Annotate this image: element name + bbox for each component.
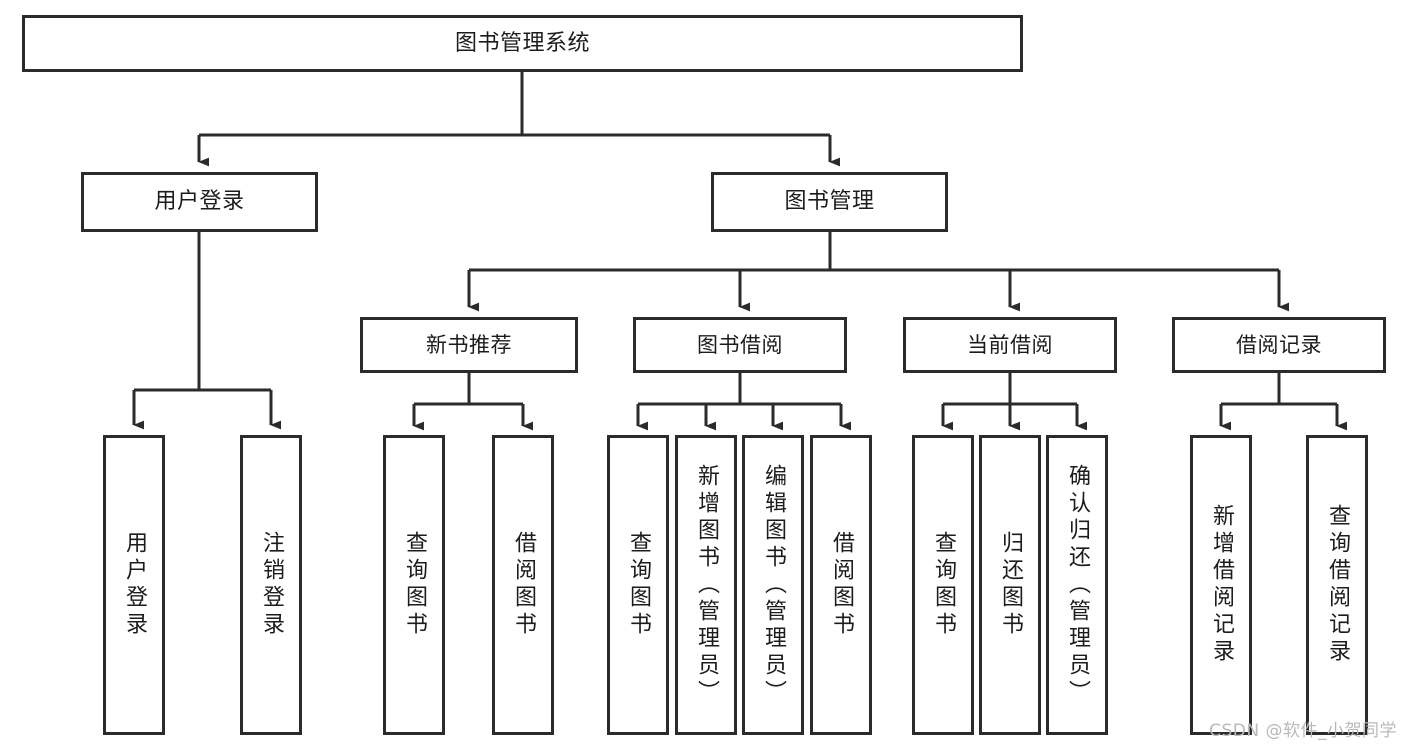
node-label: 图书管理系统 bbox=[454, 30, 590, 56]
leaf-borrow-book-recommend[interactable]: 借阅图书 bbox=[492, 435, 554, 735]
node-label: 编辑图书（管理员） bbox=[761, 463, 786, 707]
leaf-confirm-return-admin[interactable]: 确认归还（管理员） bbox=[1046, 435, 1108, 735]
leaf-add-book-admin[interactable]: 新增图书（管理员） bbox=[675, 435, 737, 735]
node-current-borrow[interactable]: 当前借阅 bbox=[903, 317, 1117, 373]
node-label: 用户登录 bbox=[122, 531, 147, 639]
leaf-query-book-recommend[interactable]: 查询图书 bbox=[383, 435, 445, 735]
leaf-logout[interactable]: 注销登录 bbox=[240, 435, 302, 735]
leaf-query-borrow-record[interactable]: 查询借阅记录 bbox=[1306, 435, 1368, 735]
leaf-borrow-book[interactable]: 借阅图书 bbox=[810, 435, 872, 735]
node-label: 归还图书 bbox=[998, 531, 1023, 639]
leaf-user-login[interactable]: 用户登录 bbox=[103, 435, 165, 735]
node-book-management-system[interactable]: 图书管理系统 bbox=[22, 15, 1023, 72]
node-label: 查询图书 bbox=[931, 531, 956, 639]
node-book-management[interactable]: 图书管理 bbox=[711, 172, 948, 232]
leaf-edit-book-admin[interactable]: 编辑图书（管理员） bbox=[742, 435, 804, 735]
node-label: 注销登录 bbox=[259, 531, 284, 639]
node-label: 图书管理 bbox=[784, 189, 875, 215]
node-label: 借阅图书 bbox=[829, 531, 854, 639]
node-label: 确认归还（管理员） bbox=[1065, 463, 1090, 707]
csdn-watermark: CSDN @软件_小贺同学 bbox=[1209, 721, 1397, 741]
node-label: 用户登录 bbox=[154, 189, 245, 215]
leaf-query-book-current[interactable]: 查询图书 bbox=[912, 435, 974, 735]
node-new-book-recommend[interactable]: 新书推荐 bbox=[360, 317, 578, 373]
node-label: 查询图书 bbox=[626, 531, 651, 639]
node-label: 查询图书 bbox=[402, 531, 427, 639]
node-label: 新书推荐 bbox=[426, 332, 512, 357]
node-label: 新增图书（管理员） bbox=[694, 463, 719, 707]
node-label: 图书借阅 bbox=[697, 332, 783, 357]
node-label: 当前借阅 bbox=[967, 332, 1053, 357]
node-borrow-record[interactable]: 借阅记录 bbox=[1172, 317, 1386, 373]
node-user-login[interactable]: 用户登录 bbox=[81, 172, 318, 232]
node-label: 借阅图书 bbox=[511, 531, 536, 639]
node-label: 查询借阅记录 bbox=[1325, 504, 1350, 666]
node-label: 借阅记录 bbox=[1236, 332, 1322, 357]
leaf-return-book[interactable]: 归还图书 bbox=[979, 435, 1041, 735]
node-label: 新增借阅记录 bbox=[1209, 504, 1234, 666]
leaf-add-borrow-record[interactable]: 新增借阅记录 bbox=[1190, 435, 1252, 735]
leaf-query-book-borrow[interactable]: 查询图书 bbox=[607, 435, 669, 735]
node-book-borrow[interactable]: 图书借阅 bbox=[633, 317, 847, 373]
